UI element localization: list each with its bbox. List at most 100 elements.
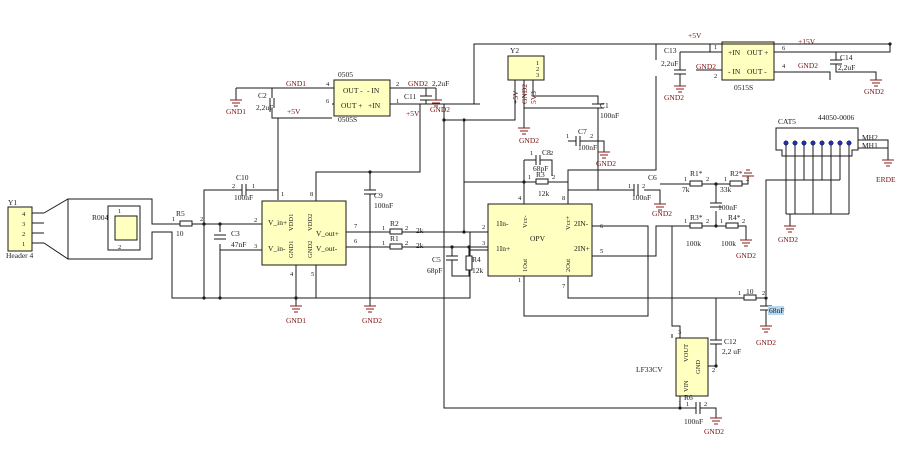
earth-symbol-erde: ERDE — [876, 175, 896, 184]
cat5-pin-dot — [819, 140, 825, 146]
svg-text:2: 2 — [590, 133, 593, 140]
svg-text:- IN: - IN — [728, 67, 741, 76]
regulator-lf33cv-body[interactable] — [675, 337, 709, 397]
svg-text:GND2: GND2 — [307, 241, 314, 258]
net-label-gnd1: GND1 — [286, 79, 306, 88]
gnd-symbol-gnd2-i: GND2 — [778, 235, 798, 244]
resistor-r2-ref: R2 — [390, 219, 399, 228]
resistor-r1-star[interactable]: R1* 7k 1 2 — [682, 169, 709, 194]
svg-text:1In-: 1In- — [496, 219, 509, 228]
svg-text:8: 8 — [562, 195, 565, 202]
dcdc-0505s-name: 0505 — [338, 70, 353, 79]
capacitor-100nf-mid[interactable]: 100nF — [710, 202, 737, 212]
cat5-pin-dot — [828, 140, 834, 146]
capacitor-c8[interactable]: C8 68pF 1 2 — [524, 148, 553, 176]
capacitor-c9-ref: C9 — [374, 191, 383, 200]
capacitor-68nf[interactable]: 68nF — [760, 305, 784, 326]
gnd-symbol-gnd1-a: GND1 — [226, 107, 246, 116]
capacitor-c12-value: 2,2 uF — [722, 347, 741, 356]
capacitor-c14[interactable]: C14 2,2uF — [830, 52, 877, 80]
svg-text:5: 5 — [311, 271, 314, 278]
svg-text:1: 1 — [738, 290, 741, 297]
net-label-15v: +15V — [798, 37, 816, 46]
resistor-r5-value: 10 — [176, 229, 184, 238]
header-y1[interactable]: Y1 Header 4 4 3 2 1 — [6, 198, 44, 260]
capacitor-c11[interactable]: C11 2,2uF — [404, 79, 449, 104]
svg-text:2IN+: 2IN+ — [574, 244, 590, 253]
capacitor-100nf-mid-value: 100nF — [718, 203, 737, 212]
svg-text:3: 3 — [254, 243, 257, 250]
resistor-r1-star-ref: R1* — [690, 169, 703, 178]
dcdc-0505s-body[interactable] — [333, 79, 391, 117]
connector-cat5-body[interactable] — [775, 127, 859, 157]
capacitor-c5[interactable]: C5 68pF — [427, 255, 458, 275]
capacitor-r6[interactable]: R6 100nF 1 2 — [678, 393, 717, 426]
svg-text:3: 3 — [536, 72, 539, 79]
capacitor-c2[interactable]: C2 2,2uF — [256, 91, 275, 112]
svg-text:1Out: 1Out — [522, 259, 529, 272]
dcdc-0515s[interactable]: +IN OUT + - IN OUT - 0515S 1 6 2 4 — [714, 41, 786, 92]
capacitor-c3-ref: C3 — [231, 229, 240, 238]
resistor-r3-ref: R3 — [536, 170, 545, 179]
resistor-r2-value: 2k — [416, 226, 424, 235]
resistor-r3[interactable]: R3 12k 1 2 — [528, 170, 555, 198]
resistor-r2[interactable]: R2 2k 1 2 — [382, 219, 424, 235]
svg-text:1: 1 — [518, 277, 521, 284]
svg-text:2: 2 — [642, 183, 645, 190]
capacitor-c12[interactable]: C12 2,2 uF — [710, 337, 741, 366]
isolation-amplifier[interactable]: V_in+ V_in- V_out+ V_out- VDD1 GND1 VDD2… — [254, 191, 358, 278]
regulator-lf33cv[interactable]: LF33CV VOUT GND VIN 3 2 1 — [636, 329, 715, 407]
capacitor-c3-value: 47nF — [231, 240, 246, 249]
header-y1-body[interactable] — [7, 206, 33, 252]
regulator-lf33cv-part: LF33CV — [636, 365, 663, 374]
capacitor-c5-ref: C5 — [432, 255, 441, 264]
dcdc-0515s-body[interactable] — [721, 41, 775, 81]
connector-y2[interactable]: Y2 1 2 3 +5V GND2 5V3 — [507, 46, 545, 104]
cat5-pin-dot — [792, 140, 798, 146]
capacitor-c13[interactable]: C13 2,2uF — [661, 46, 686, 82]
header-y1-pin: 1 — [22, 241, 25, 248]
svg-text:1: 1 — [530, 150, 533, 157]
svg-text:2: 2 — [232, 183, 235, 190]
resistor-r004[interactable]: R004 1 2 — [92, 205, 141, 251]
svg-text:+IN: +IN — [728, 48, 741, 57]
connector-y2-body[interactable] — [507, 55, 545, 81]
svg-text:V_in-: V_in- — [268, 244, 286, 253]
svg-text:V_out-: V_out- — [316, 244, 338, 253]
resistor-r2-star-value: 33k — [720, 185, 732, 194]
svg-text:5: 5 — [600, 248, 603, 255]
svg-text:1: 1 — [714, 44, 717, 51]
resistor-r2-star-ref: R2* — [730, 169, 743, 178]
capacitor-r6-value: 100nF — [684, 417, 703, 426]
svg-text:7: 7 — [562, 283, 566, 290]
gnd-symbol-gnd2-c: GND2 — [519, 136, 539, 145]
resistor-r3-star[interactable]: R3* 100k 1 2 — [684, 213, 709, 248]
capacitor-c1[interactable]: C1 100nF — [592, 101, 619, 190]
gnd-symbol-gnd2-k: GND2 — [704, 427, 724, 436]
opamp-opv-body[interactable] — [487, 203, 593, 277]
resistor-r4-star[interactable]: R4* 100k 1 2 — [720, 213, 745, 248]
header-y1-pin: 4 — [22, 211, 26, 218]
connector-cat5[interactable]: CAT5 44050-0006 MH2 MH1 — [775, 113, 878, 157]
capacitor-c7[interactable]: C7 100nF 1 2 — [566, 127, 605, 152]
isolation-amplifier-body[interactable] — [261, 200, 347, 266]
svg-text:6: 6 — [354, 238, 358, 245]
svg-text:1: 1 — [281, 191, 284, 198]
capacitor-c5-value: 68pF — [427, 266, 442, 275]
capacitor-c1-value: 100nF — [600, 111, 619, 120]
capacitor-c6[interactable]: C6 100nF 1 2 — [628, 173, 657, 202]
svg-text:3: 3 — [482, 240, 485, 247]
capacitor-r6-ref: R6 — [684, 393, 693, 402]
net-label-5v-c: +5V — [688, 31, 702, 40]
svg-text:1: 1 — [396, 98, 399, 105]
net-label-5v: +5V — [287, 107, 301, 116]
capacitor-c14-ref: C14 — [840, 53, 853, 62]
opamp-opv[interactable]: 1In- 1In+ OPV 2IN- 2IN+ Vcc- Vcc+ 1Out 2… — [482, 195, 604, 290]
resistor-r1-value: 2k — [416, 241, 424, 250]
resistor-r4-star-ref: R4* — [728, 213, 741, 222]
capacitor-c3[interactable]: C3 47nF — [214, 229, 246, 249]
dcdc-0505s[interactable]: 0505 0505S OUT - - IN OUT + +IN 4 6 2 1 — [326, 70, 399, 124]
resistor-r1[interactable]: R1 2k 1 2 — [382, 234, 424, 250]
capacitor-c9[interactable]: C9 100nF — [364, 172, 393, 306]
capacitor-c10[interactable]: C10 100nF 2 1 — [232, 173, 278, 202]
